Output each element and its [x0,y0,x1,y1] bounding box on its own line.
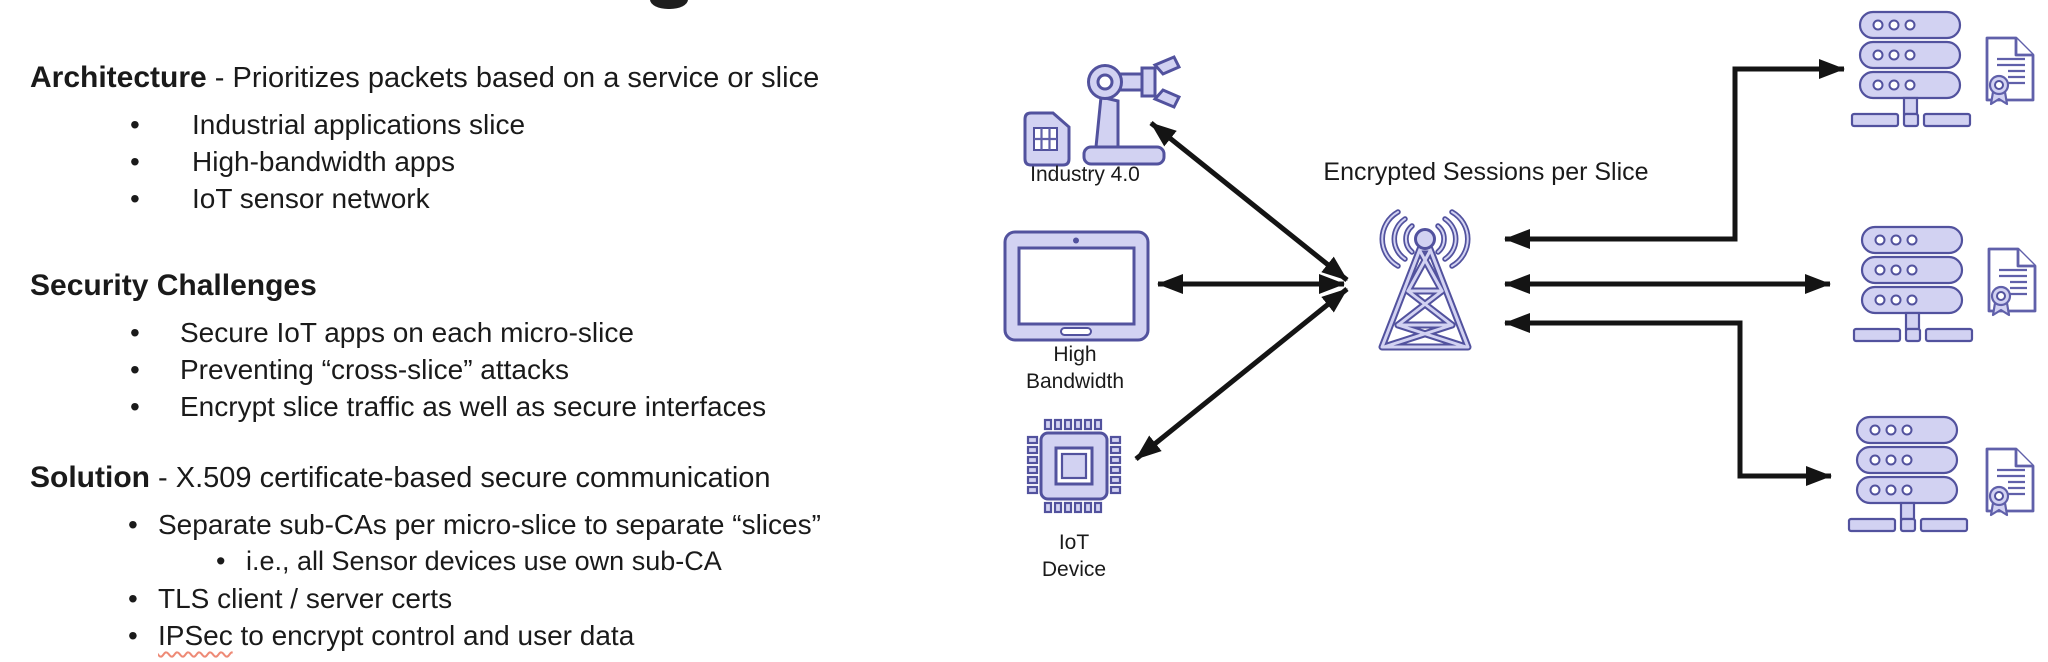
architecture-heading: Architecture [30,61,207,94]
list-item: •IoT sensor network [130,180,990,217]
chip-icon [1026,418,1122,514]
section-architecture: Architecture - Prioritizes packets based… [30,60,990,217]
list-item: •Secure IoT apps on each micro-slice [130,314,990,351]
arrow-tower-server-bottom [1504,313,1832,486]
bullet-glyph: • [216,546,226,576]
solution-lead: X.509 certificate-based secure communica… [175,462,771,494]
bullet-glyph: • [128,509,138,540]
bullet-glyph: • [130,317,140,348]
bullet-glyph: • [130,183,140,214]
security-headline: Security Challenges [30,268,990,304]
industry-label: Industry 4.0 [1030,163,1140,186]
arrow-tower-server-top [1504,59,1845,249]
list-item: •Encrypt slice traffic as well as secure… [130,388,990,425]
architecture-headline: Architecture - Prioritizes packets based… [30,60,990,96]
certificate-icon-bottom [1985,447,2035,517]
solution-heading: Solution [30,461,150,494]
list-item: •IPSec to encrypt control and user data [128,617,990,654]
list-item: •Preventing “cross-slice” attacks [130,351,990,388]
architecture-lead: Prioritizes packets based on a service o… [232,62,820,94]
server-stack-middle [1852,225,1974,343]
bullet-glyph: • [128,620,138,651]
bandwidth-label-line2: Bandwidth [1026,370,1124,393]
section-solution: Solution - X.509 certificate-based secur… [30,460,990,654]
sim-card-icon [1023,111,1071,167]
bullet-glyph: • [130,109,140,140]
list-subitem: •i.e., all Sensor devices use own sub-CA [216,543,990,580]
bullet-glyph: • [130,146,140,177]
architecture-list: •Industrial applications slice •High-ban… [130,106,990,217]
encrypted-sessions-label: Encrypted Sessions per Slice [1323,158,1648,186]
solution-list: •Separate sub-CAs per micro-slice to sep… [128,506,990,654]
bullet-glyph: • [130,354,140,385]
cell-tower-icon [1378,209,1472,351]
network-slicing-diagram: Industry 4.0 High Bandwidth IoT Device E… [1003,10,2037,581]
certificate-icon-top [1985,36,2035,106]
list-item: •High-bandwidth apps [130,143,990,180]
arrow-tower-iot [1134,287,1349,461]
iot-label-line2: Device [1042,558,1106,581]
arrow-industry-tower [1149,121,1349,282]
cropped-title-glyph [650,0,688,9]
server-stack-bottom [1847,415,1969,533]
security-heading: Security Challenges [30,269,317,302]
robot-arm-icon [1082,55,1182,166]
solution-headline: Solution - X.509 certificate-based secur… [30,460,990,496]
bandwidth-label-line1: High [1053,343,1096,366]
certificate-icon-middle [1987,247,2037,317]
server-stack-top [1850,10,1972,128]
bullet-glyph: • [128,583,138,614]
section-security-challenges: Security Challenges •Secure IoT apps on … [30,268,990,425]
list-item: •Separate sub-CAs per micro-slice to sep… [128,506,990,543]
list-item: •TLS client / server certs [128,580,990,617]
security-list: •Secure IoT apps on each micro-slice •Pr… [130,314,990,425]
list-item: •Industrial applications slice [130,106,990,143]
iot-label-line1: IoT [1059,531,1090,554]
bullet-glyph: • [130,391,140,422]
tablet-icon [1003,230,1150,342]
separator: - [206,62,233,94]
separator: - [149,462,176,494]
misspelled-word: IPSec [158,620,233,651]
